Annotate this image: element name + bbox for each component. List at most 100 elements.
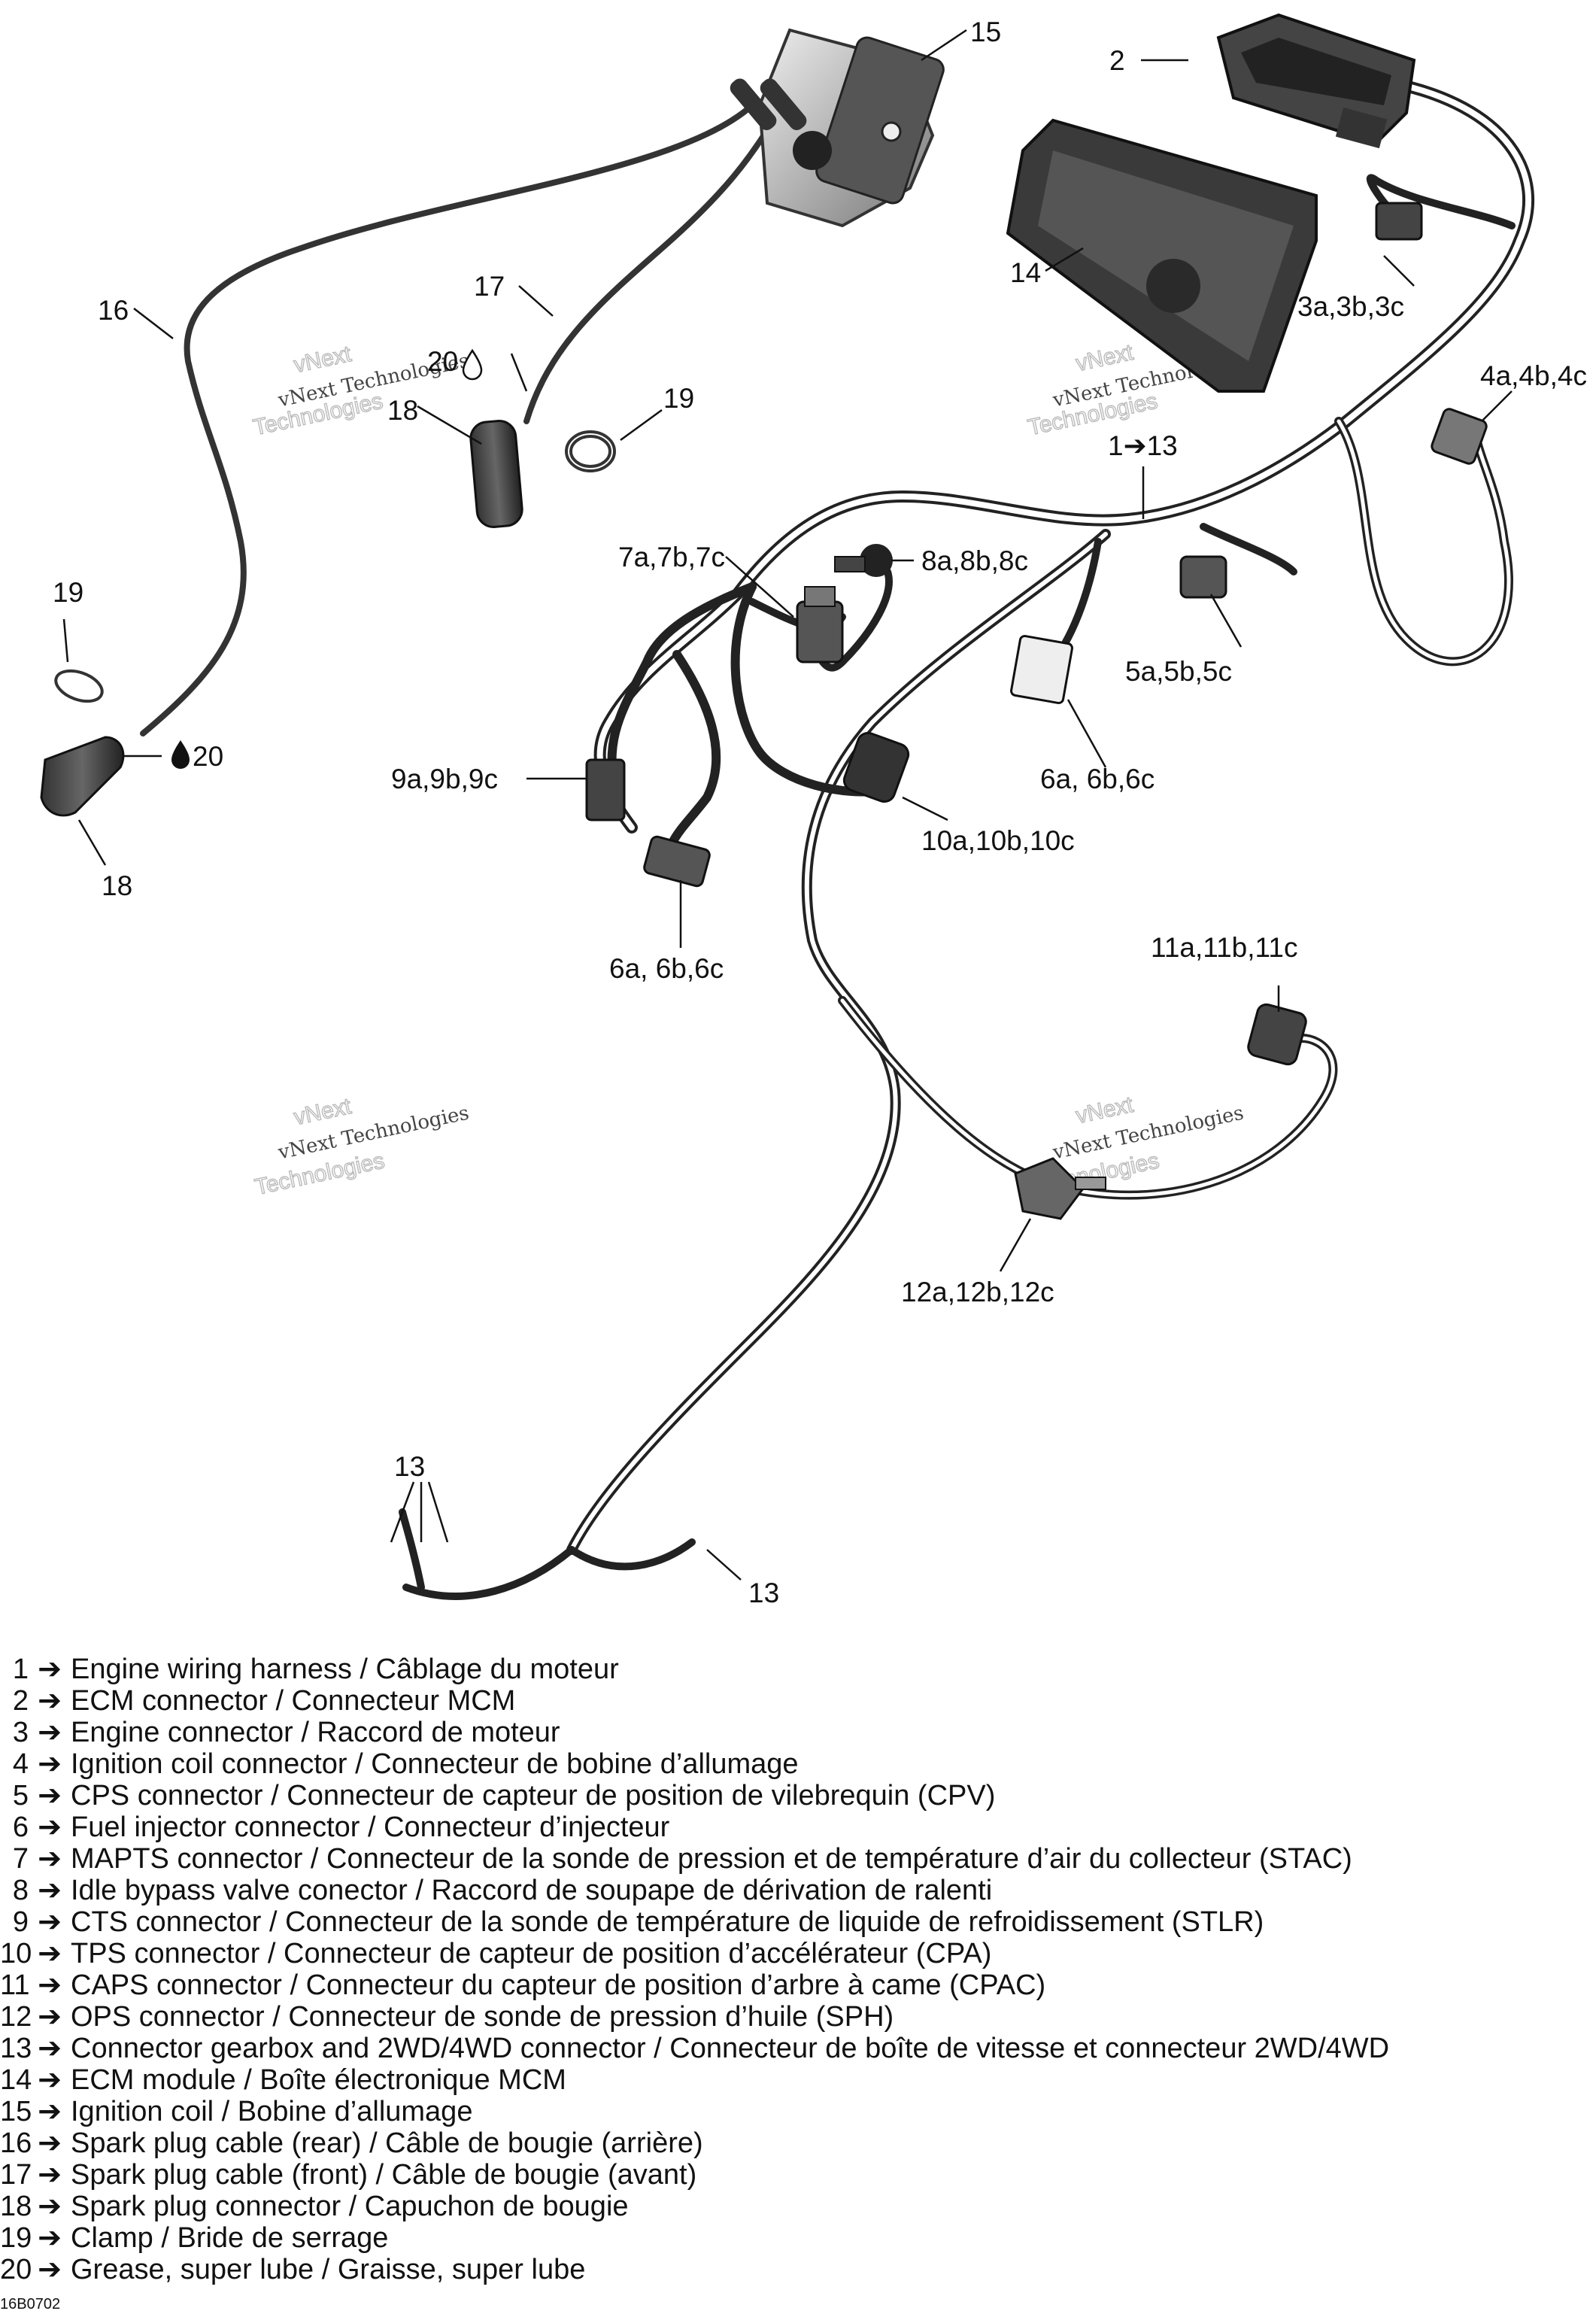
callout-10: 10a,10b,10c: [921, 825, 1075, 856]
arrow-icon: ➔: [38, 1843, 62, 1875]
legend-number: 17: [0, 2159, 32, 2191]
arrow-icon: ➔: [38, 1875, 62, 1906]
legend-text: ECM connector / Connecteur MCM: [71, 1685, 516, 1717]
callout-9: 9a,9b,9c: [391, 764, 498, 794]
legend-row: 1➔Engine wiring harness / Câblage du mot…: [0, 1654, 1596, 1685]
svg-text:20: 20: [427, 346, 458, 377]
ecm-connector: [1216, 13, 1416, 149]
spark-plug-cable-rear: [140, 102, 755, 736]
legend-number: 2: [12, 1685, 29, 1717]
legend-row: 7➔MAPTS connector / Connecteur de la son…: [0, 1843, 1596, 1875]
callout-5: 5a,5b,5c: [1125, 656, 1232, 687]
legend-number: 5: [12, 1780, 29, 1811]
legend-text: Ignition coil connector / Connecteur de …: [71, 1748, 799, 1780]
callout-13-right: 13: [748, 1578, 779, 1608]
spark-plug-connector-top: [469, 419, 523, 529]
callout-19-top: 19: [663, 383, 694, 414]
spark-plug-cable-front: [523, 102, 785, 424]
legend-text: CAPS connector / Connecteur du capteur d…: [71, 1969, 1046, 2001]
legend-number: 14: [0, 2064, 32, 2096]
cps-connector: [1179, 555, 1227, 599]
callout-6-right: 6a, 6b,6c: [1040, 764, 1155, 794]
fuel-injector-connector-right: [1010, 634, 1073, 705]
arrow-icon: ➔: [38, 2159, 62, 2191]
ecm-module: [1006, 118, 1318, 393]
legend-number: 20: [0, 2254, 32, 2285]
callout-7: 7a,7b,7c: [618, 542, 725, 572]
arrow-icon: ➔: [38, 1748, 62, 1780]
callout-11: 11a,11b,11c: [1151, 932, 1297, 963]
legend-row: 13➔Connector gearbox and 2WD/4WD connect…: [0, 2033, 1596, 2064]
legend-row: 20➔Grease, super lube / Graisse, super l…: [0, 2254, 1596, 2285]
legend-row: 12➔OPS connector / Connecteur de sonde d…: [0, 2001, 1596, 2033]
legend-row: 15➔Ignition coil / Bobine d’allumage: [0, 2096, 1596, 2127]
arrow-icon: ➔: [38, 1969, 62, 2001]
arrow-icon: ➔: [38, 1654, 62, 1685]
legend-row: 2 ➔ ECM connector / Connecteur MCM: [0, 1685, 1596, 1717]
legend-number: 11: [0, 1969, 30, 2001]
arrow-icon: ➔: [38, 2222, 62, 2254]
legend-row: 6➔Fuel injector connector / Connecteur d…: [0, 1811, 1596, 1843]
legend-row: 14➔ ECM module / Boîte électronique MCM: [0, 2064, 1596, 2096]
legend-text: OPS connector / Connecteur de sonde de p…: [71, 2001, 894, 2033]
callout-2: 2: [1109, 45, 1125, 76]
svg-text:vNext: vNext: [1074, 340, 1136, 376]
legend-text: Ignition coil / Bobine d’allumage: [71, 2096, 473, 2127]
arrow-icon: ➔: [38, 2127, 62, 2159]
callout-4: 4a,4b,4c: [1480, 360, 1587, 391]
figure-code: 16B0702: [0, 2296, 61, 2312]
legend-number: 15: [0, 2096, 32, 2127]
legend-text: ECM module / Boîte électronique MCM: [71, 2064, 566, 2096]
callout-17: 17: [474, 271, 505, 302]
legend-number: 7: [12, 1843, 29, 1875]
arrow-icon: ➔: [38, 1717, 62, 1748]
legend-row: 3 ➔ Engine connector / Raccord de moteur: [0, 1717, 1596, 1748]
arrow-icon: ➔: [38, 2064, 62, 2096]
legend-text: Spark plug connector / Capuchon de bougi…: [71, 2191, 629, 2222]
legend-number: 10: [0, 1938, 32, 1969]
arrow-icon: ➔: [38, 1685, 62, 1717]
callout-20-left: 20: [171, 740, 223, 772]
ignition-coil-connector: [1431, 408, 1488, 465]
mapts-connector: [796, 586, 844, 664]
svg-text:vNext: vNext: [292, 1094, 354, 1130]
legend-text: Spark plug cable (rear) / Câble de bougi…: [71, 2127, 703, 2159]
callout-19-left: 19: [53, 577, 83, 608]
legend-text: Idle bypass valve conector / Raccord de …: [71, 1875, 993, 1906]
callout-20-top: 20: [427, 346, 483, 381]
engine-wiring-harness: [399, 77, 1535, 1600]
legend-text: Engine connector / Raccord de moteur: [71, 1717, 560, 1748]
callout-8: 8a,8b,8c: [921, 545, 1028, 576]
arrow-icon: ➔: [38, 2033, 62, 2064]
arrow-icon: ➔: [38, 2191, 62, 2222]
callout-13-top: 13: [394, 1451, 425, 1482]
watermark-mid-left: vNext Technologies vNext Technologies: [252, 1093, 471, 1201]
legend-number: 3: [12, 1717, 29, 1748]
clamp-left: [54, 669, 104, 703]
ignition-coil: [730, 28, 945, 228]
legend-text: Spark plug cable (front) / Câble de boug…: [71, 2159, 697, 2191]
legend-row: 18➔Spark plug connector / Capuchon de bo…: [0, 2191, 1596, 2222]
leader-lines: [62, 29, 1513, 1581]
svg-text:20: 20: [193, 741, 223, 772]
engine-connector: [1375, 202, 1423, 241]
arrow-icon: ➔: [38, 1811, 62, 1843]
cts-connector: [585, 758, 626, 821]
legend-number: 19: [0, 2222, 32, 2254]
clamp-top: [565, 430, 616, 472]
legend-text: Engine wiring harness / Câblage du moteu…: [71, 1654, 619, 1685]
legend-row: 11➔ CAPS connector / Connecteur du capteu…: [0, 1969, 1596, 2001]
svg-text:vNext: vNext: [1074, 1092, 1136, 1128]
callout-1-13: 1➔13: [1108, 430, 1178, 461]
callout-18-left: 18: [102, 870, 132, 901]
callout-16: 16: [98, 295, 129, 326]
callout-6-left: 6a, 6b,6c: [609, 953, 724, 984]
callout-15: 15: [970, 17, 1001, 47]
legend-row: 5➔CPS connector / Connecteur de capteur …: [0, 1780, 1596, 1811]
legend-number: 9: [12, 1906, 29, 1938]
parts-legend: 1➔Engine wiring harness / Câblage du mot…: [0, 1654, 1596, 2285]
legend-row: 9➔CTS connector / Connecteur de la sonde…: [0, 1906, 1596, 1938]
spark-plug-connector-left: [40, 736, 125, 817]
grease-drop-icon: [171, 740, 190, 769]
legend-number: 4: [12, 1748, 29, 1780]
